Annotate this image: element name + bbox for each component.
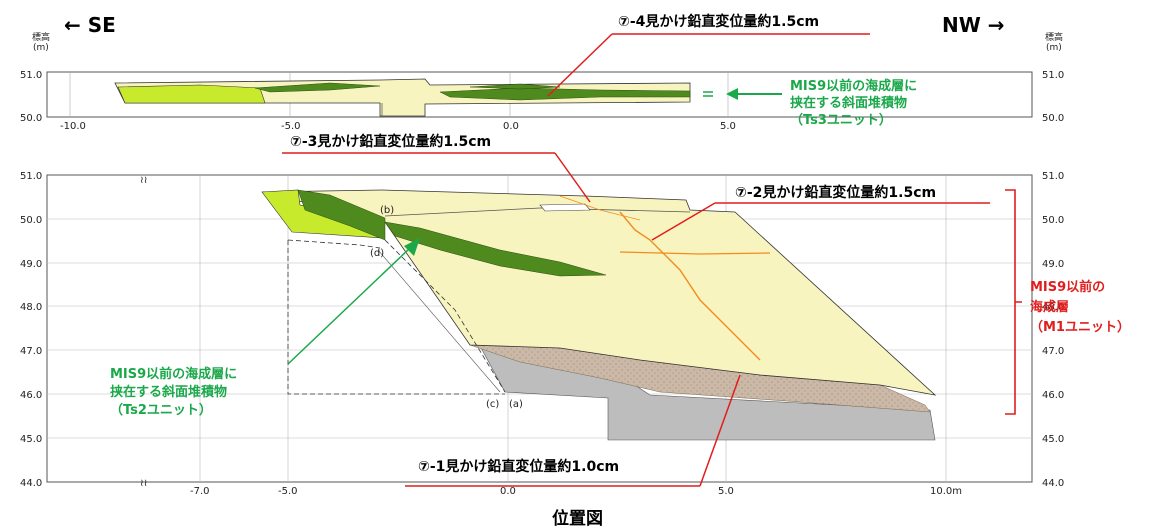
- m1-label-line1: MIS9以前の: [1030, 279, 1105, 295]
- ytick-left: 48.0: [20, 302, 42, 313]
- elevation-unit-left: (m): [33, 43, 49, 53]
- annotation-7-1: ⑦-1見かけ鉛直変位量約1.0cm: [418, 458, 619, 475]
- ts2-label-line2: 挟在する斜面堆積物: [110, 384, 227, 400]
- figure-caption: 位置図: [552, 508, 603, 529]
- xtick: -7.0: [190, 486, 210, 497]
- fault-trace-1: [619, 211, 761, 361]
- m1-label-line2: 海成層: [1030, 299, 1069, 315]
- m1-label-line3: （M1ユニット）: [1030, 319, 1130, 335]
- ytick-left: 45.0: [20, 434, 42, 445]
- ytick-right: 48.0: [1042, 302, 1064, 313]
- ytick-left: 46.0: [20, 390, 42, 401]
- annotation-7-2: ⑦-2見かけ鉛直変位量約1.5cm: [735, 184, 936, 201]
- ytick-left: 47.0: [20, 346, 42, 357]
- point-label-b: (b): [380, 205, 394, 216]
- top-dark-green-band-2: [439, 87, 691, 101]
- top-xtick: -10.0: [60, 121, 86, 132]
- top-light-green-unit: [117, 84, 266, 104]
- axis-break-top: ≀≀: [140, 175, 148, 186]
- ytick-left: 44.0: [20, 478, 42, 489]
- ytick-right: 44.0: [1042, 478, 1064, 489]
- elevation-label-right: 標高: [1045, 31, 1063, 43]
- top-panel: 51.0 50.0 51.0 50.0 -10.0 -5.0 0.0 5.0: [20, 33, 1064, 132]
- main-panel: ≀≀ ≀≀ 51.0 50.0 49.0 48.0 47.0 46.0: [20, 171, 1064, 497]
- ytick-left: 51.0: [20, 171, 42, 182]
- top-xtick: 0.0: [503, 121, 519, 132]
- ts2-arrow-head: [404, 238, 420, 256]
- top-ytick-right: 50.0: [1042, 113, 1064, 124]
- ytick-right: 49.0: [1042, 259, 1064, 270]
- axis-break-bottom: ≀≀: [140, 478, 148, 489]
- ytick-left: 50.0: [20, 215, 42, 226]
- xtick: 10.0m: [930, 486, 962, 497]
- ts3-label-line3: （Ts3ユニット）: [790, 112, 892, 128]
- top-ytick: 51.0: [20, 70, 42, 81]
- ytick-right: 51.0: [1042, 171, 1064, 182]
- direction-se: ← SE: [64, 13, 116, 37]
- top-ytick-right: 51.0: [1042, 70, 1064, 81]
- ytick-right: 47.0: [1042, 346, 1064, 357]
- ts2-label-line3: （Ts2ユニット）: [110, 402, 212, 418]
- ts3-label-line2: 挟在する斜面堆積物: [790, 95, 907, 111]
- top-ytick: 50.0: [20, 113, 42, 124]
- ytick-right: 46.0: [1042, 390, 1064, 401]
- ts2-label-line1: MIS9以前の海成層に: [110, 366, 237, 382]
- top-xtick: 5.0: [720, 121, 736, 132]
- point-label-c: (c): [486, 399, 499, 410]
- leader-7-2: [651, 202, 716, 241]
- top-green-arrow: [726, 88, 738, 100]
- fault-trace-3: [559, 195, 641, 221]
- top-dark-green-band-3: [469, 83, 561, 90]
- point-label-d: (d): [370, 248, 384, 259]
- elevation-unit-right: (m): [1046, 43, 1062, 53]
- annotation-7-3: ⑦-3見かけ鉛直変位量約1.5cm: [290, 133, 491, 150]
- leader-7-3: [554, 152, 591, 203]
- m1-bracket: [1005, 189, 1022, 415]
- ts2-arrow-line: [287, 247, 411, 365]
- xtick: -5.0: [278, 486, 298, 497]
- fault-trace-2: [619, 251, 771, 255]
- xtick: 5.0: [718, 486, 734, 497]
- ts3-label-line1: MIS9以前の海成層に: [790, 78, 917, 94]
- direction-nw: NW →: [942, 13, 1005, 37]
- top-dark-green-band-1: [254, 82, 381, 93]
- point-label-a: (a): [509, 399, 523, 410]
- top-xtick: -5.0: [281, 121, 301, 132]
- leader-7-1: [699, 374, 741, 487]
- ytick-right: 50.0: [1042, 215, 1064, 226]
- annotation-7-4: ⑦-4見かけ鉛直変位量約1.5cm: [618, 13, 819, 30]
- ytick-left: 49.0: [20, 259, 42, 270]
- ytick-right: 45.0: [1042, 434, 1064, 445]
- elevation-label-left: 標高: [32, 31, 50, 43]
- xtick: 0.0: [500, 486, 516, 497]
